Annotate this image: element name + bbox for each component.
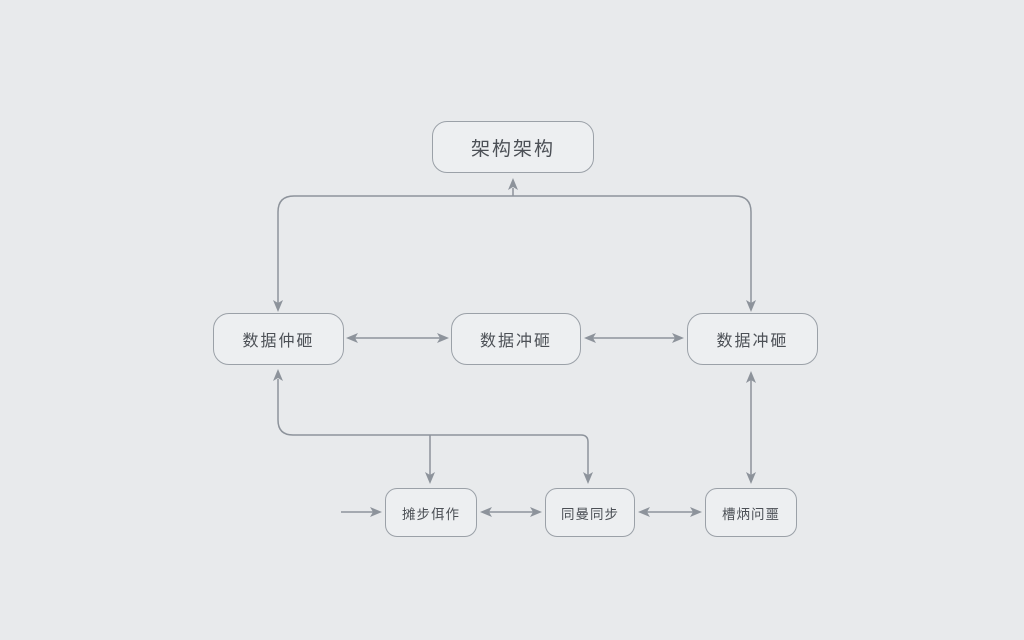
- node-bottom-left: 摊步佴作: [385, 488, 477, 537]
- edge-bottomcenter-bottomright: [638, 507, 702, 517]
- edge-midright-bottomright: [746, 371, 756, 484]
- edge-midleft-midcenter: [346, 333, 449, 343]
- node-data-right-label: 数据冲砸: [716, 331, 789, 350]
- edge-bottomleft-bottomcenter: [480, 507, 542, 517]
- edge-midleft-to-bottom: [273, 369, 593, 484]
- node-data-left-label: 数据仲砸: [242, 331, 315, 350]
- node-bottom-right-label: 槽炳问噩: [722, 506, 780, 523]
- node-architecture-label: 架构架构: [470, 137, 555, 160]
- edge-tree-to-top: [273, 178, 756, 312]
- edge-stub-bottomleft: [341, 507, 382, 517]
- node-bottom-center-label: 同曼同步: [561, 506, 619, 523]
- node-bottom-right: 槽炳问噩: [705, 488, 797, 537]
- node-data-right: 数据冲砸: [687, 313, 818, 365]
- node-data-center: 数据冲砸: [451, 313, 581, 365]
- node-bottom-left-label: 摊步佴作: [402, 506, 460, 523]
- node-data-left: 数据仲砸: [213, 313, 344, 365]
- node-architecture: 架构架构: [432, 121, 594, 173]
- node-data-center-label: 数据冲砸: [479, 331, 552, 350]
- node-bottom-center: 同曼同步: [545, 488, 635, 537]
- edge-midcenter-midright: [584, 333, 684, 343]
